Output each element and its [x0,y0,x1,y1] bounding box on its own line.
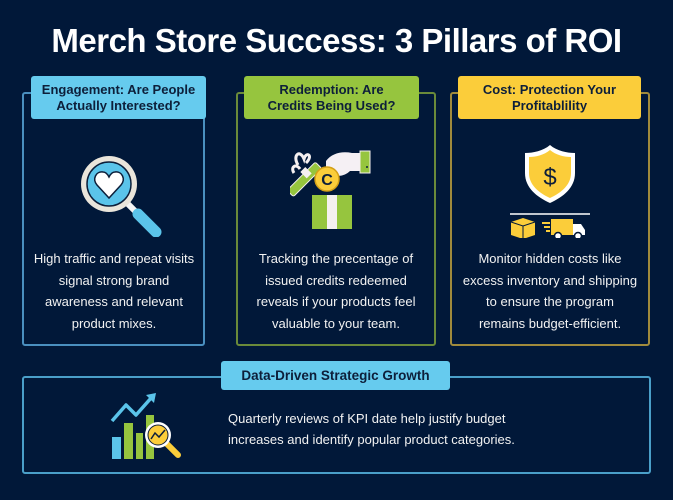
cost-description: Monitor hidden costs like excess invento… [462,251,638,331]
shield-dollar-shipping-icon: $ [510,145,590,238]
redemption-heading-line1: Redemption: Are [279,81,384,97]
growth-heading: Data-Driven Strategic Growth [221,361,450,390]
svg-text:$: $ [543,164,556,191]
cost-heading: Cost: Protection Your Profitablility [458,76,641,119]
engagement-description: High traffic and repeat visits signal st… [33,251,195,331]
page-title: Merch Store Success: 3 Pillars of ROI [51,22,622,59]
engagement-heading: Engagement: Are People Actually Interest… [31,76,206,119]
growth-description: Quarterly reviews of KPI date help justi… [228,411,515,447]
growth-chart-magnifier-icon [110,393,181,459]
hand-coin-gift-icon: C [290,150,371,229]
magnifier-heart-icon [81,156,162,237]
engagement-heading-line2: Actually Interested? [56,97,181,113]
cost-heading-line2: Profitablility [511,97,588,113]
redemption-heading: Redemption: Are Credits Being Used? [244,76,419,119]
svg-text:C: C [321,172,333,189]
engagement-heading-line1: Engagement: Are People [41,81,196,97]
cost-heading-line1: Cost: Protection Your [482,81,617,97]
redemption-heading-line2: Credits Being Used? [267,97,396,113]
redemption-description: Tracking the precentage of issued credit… [256,251,416,331]
